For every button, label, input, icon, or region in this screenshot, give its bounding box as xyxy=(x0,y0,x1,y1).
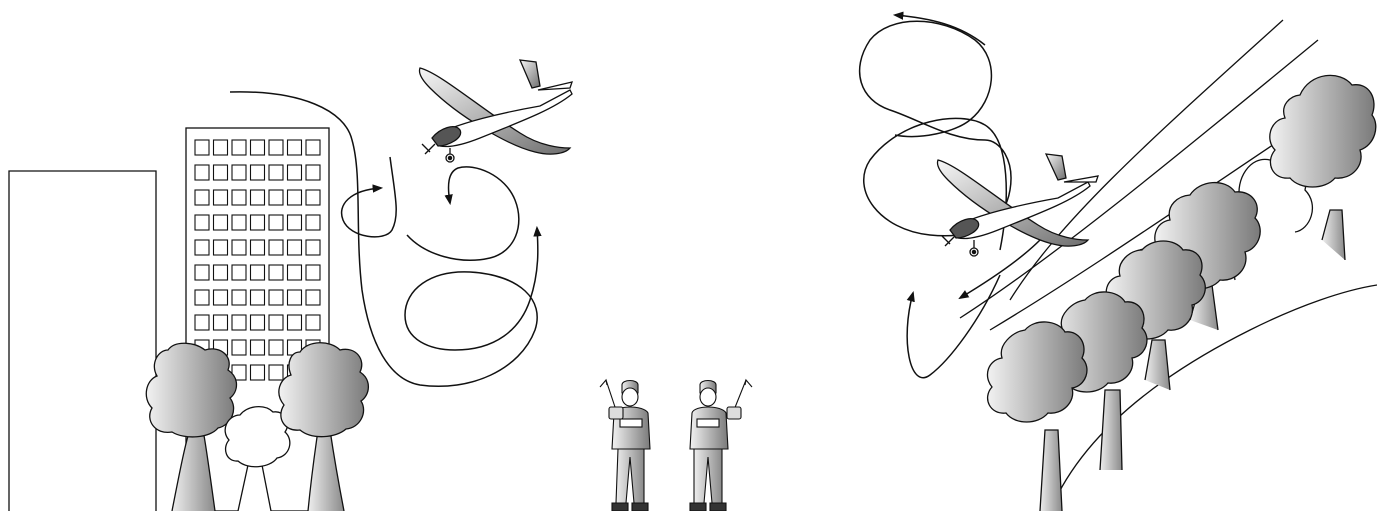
building-window xyxy=(306,140,320,155)
rc-airplane xyxy=(937,154,1098,256)
building-window xyxy=(269,240,283,255)
building-window xyxy=(288,240,302,255)
building-window xyxy=(195,215,209,230)
building-window xyxy=(232,265,246,280)
rc-pilot xyxy=(600,380,650,511)
building-window xyxy=(269,265,283,280)
building-window xyxy=(232,240,246,255)
building-window xyxy=(288,190,302,205)
left-panel xyxy=(9,60,572,511)
tree xyxy=(987,322,1086,511)
building-window xyxy=(232,315,246,330)
building-window xyxy=(195,190,209,205)
building-window xyxy=(195,315,209,330)
building-window xyxy=(251,215,265,230)
building-window xyxy=(269,290,283,305)
building-window xyxy=(195,165,209,180)
building-window xyxy=(288,315,302,330)
rc-airplane xyxy=(419,60,572,162)
building-window xyxy=(288,290,302,305)
building-window xyxy=(269,365,283,380)
building-window xyxy=(251,315,265,330)
building-window xyxy=(288,140,302,155)
building-window xyxy=(251,365,265,380)
building-window xyxy=(214,140,228,155)
building-window xyxy=(214,315,228,330)
building-window xyxy=(232,165,246,180)
building-window xyxy=(214,265,228,280)
building-window xyxy=(195,265,209,280)
building-window xyxy=(269,165,283,180)
building-window xyxy=(306,215,320,230)
building-window xyxy=(232,340,246,355)
building-window xyxy=(306,265,320,280)
building-window xyxy=(288,265,302,280)
building-window xyxy=(306,190,320,205)
building-window xyxy=(214,240,228,255)
rc-pilot xyxy=(690,380,752,511)
building-window xyxy=(195,140,209,155)
building-window xyxy=(232,215,246,230)
center-panel xyxy=(600,380,752,511)
building-window xyxy=(306,240,320,255)
building-window xyxy=(195,240,209,255)
building-window xyxy=(251,290,265,305)
building-window xyxy=(251,265,265,280)
building-window xyxy=(214,290,228,305)
transmitter-icon xyxy=(606,380,616,410)
building-window xyxy=(214,165,228,180)
building-window xyxy=(232,290,246,305)
building-window xyxy=(269,190,283,205)
building-window xyxy=(306,165,320,180)
building-window xyxy=(232,190,246,205)
building-window xyxy=(269,140,283,155)
building-window xyxy=(288,165,302,180)
right-panel xyxy=(860,15,1377,511)
building-window xyxy=(195,290,209,305)
building-window xyxy=(306,315,320,330)
flight-path-arrow xyxy=(860,15,1040,378)
building-window xyxy=(288,215,302,230)
building-window xyxy=(251,165,265,180)
building-window xyxy=(214,190,228,205)
building-window xyxy=(269,315,283,330)
building-window xyxy=(251,190,265,205)
building-window xyxy=(269,215,283,230)
building-window xyxy=(251,340,265,355)
building-outline xyxy=(9,171,156,511)
building-window xyxy=(214,215,228,230)
building-window xyxy=(251,140,265,155)
transmitter-icon xyxy=(734,380,746,410)
building-window xyxy=(251,240,265,255)
building-window xyxy=(269,340,283,355)
building-window xyxy=(306,290,320,305)
tree xyxy=(1270,75,1376,260)
building-window xyxy=(232,140,246,155)
